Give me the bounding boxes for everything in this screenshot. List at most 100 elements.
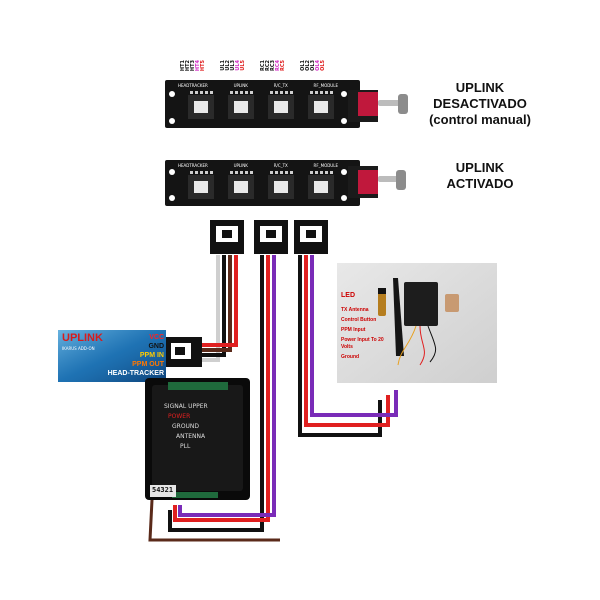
headtracker-pin-label: PPM IN [139, 352, 164, 359]
selector-switch[interactable] [358, 92, 378, 116]
board-pin [330, 171, 333, 174]
board-connector-socket [234, 101, 248, 113]
board-connector-socket [194, 181, 208, 193]
module-label: R/C_TX [273, 83, 288, 88]
board-pin [195, 171, 198, 174]
caption-uplink-disabled: UPLINK DESACTIVADO (control manual) [429, 80, 531, 127]
module-label: HEADTRACKER [178, 83, 208, 88]
board-pin [210, 91, 213, 94]
board-pin [245, 91, 248, 94]
tx-label: Control Button [341, 317, 377, 323]
board-pin [280, 171, 283, 174]
tx-label: Ground [341, 354, 360, 360]
board-pin [320, 91, 323, 94]
board-pin [200, 91, 203, 94]
headtracker-pin-label: PPM OUT [132, 361, 164, 368]
board-pin [205, 91, 208, 94]
module-label: HEADTRACKER [178, 163, 208, 168]
tx-label: Power Input To 20 Volts [341, 337, 384, 350]
board-pin [210, 171, 213, 174]
board-pin [285, 91, 288, 94]
module-label: UPLINK [233, 163, 248, 168]
board-pin [250, 91, 253, 94]
module-label: ANTENNA [176, 433, 206, 440]
wire-red [173, 255, 270, 522]
tx-label: PPM Input [341, 327, 366, 333]
toggle-lever[interactable] [378, 100, 404, 106]
module-label: PLL [180, 443, 191, 450]
wire-brown [200, 255, 232, 352]
board-pin [235, 91, 238, 94]
board-pin [310, 91, 313, 94]
caption-uplink-enabled: UPLINK ACTIVADO [446, 160, 514, 191]
board-pin [315, 91, 318, 94]
board-connector-socket [194, 101, 208, 113]
board-pin [280, 91, 283, 94]
pin-label: HT5 [200, 60, 206, 72]
antenna-icon [393, 278, 404, 356]
board-pin [285, 171, 288, 174]
wire-black [200, 255, 226, 357]
module-label: R/C_TX [273, 163, 288, 168]
wire-purple [178, 255, 276, 517]
module-connector-label: 54321 [152, 486, 174, 494]
module-label: RF_MODULE [313, 83, 338, 88]
board-pin [330, 91, 333, 94]
headtracker-logo: UPLINK [62, 332, 103, 344]
headtracker-pin-label: VCC [149, 334, 164, 341]
board-connector-socket [274, 101, 288, 113]
module-label: GROUND [172, 423, 200, 430]
board-pin [310, 171, 313, 174]
wire-white [200, 255, 220, 362]
headtracker-subtitle: IKARUS ADD-ON [62, 346, 95, 351]
wire-red [200, 255, 238, 347]
board-connector-socket [234, 181, 248, 193]
wire-purple [310, 255, 398, 417]
board-connector-socket [274, 181, 288, 193]
headtracker-pin-label: HEAD-TRACKER [107, 370, 164, 377]
board-pin [315, 171, 318, 174]
board-bottom-module-labels: HEADTRACKER UPLINK R/C_TX RF_MODULE [178, 163, 338, 171]
board-pin [325, 91, 328, 94]
tx-label: TX Antenna [341, 307, 369, 313]
tx-box-icon [404, 282, 438, 326]
board-pin [275, 171, 278, 174]
board-pin [205, 171, 208, 174]
selector-switch[interactable] [358, 170, 378, 194]
board-pin [245, 171, 248, 174]
board-pin [230, 171, 233, 174]
board-pin [325, 171, 328, 174]
board-connector-socket [314, 181, 328, 193]
connector-headtracker [210, 220, 244, 254]
connector-headtracker-card [166, 337, 202, 367]
battery-icon [378, 288, 386, 316]
board-pin [240, 171, 243, 174]
module-label: POWER [168, 413, 191, 420]
headtracker-pin-label: GND [148, 343, 164, 350]
wires [148, 255, 398, 542]
headtracker-pin-list: VCC GND PPM IN PPM OUT HEAD-TRACKER [100, 333, 164, 378]
board-pin [190, 171, 193, 174]
board-connector-socket [314, 101, 328, 113]
wire-black [298, 255, 382, 437]
pin-label: RC5 [280, 60, 286, 71]
board-pin [270, 171, 273, 174]
pin-label: UL5 [240, 60, 246, 71]
board-pin [195, 91, 198, 94]
uplink-module-box [145, 378, 250, 500]
tx-label: LED [341, 292, 355, 299]
board-pin [235, 171, 238, 174]
pin-label: OL5 [320, 60, 326, 71]
headtracker-card [58, 330, 166, 382]
uplink-module-labels: SIGNAL UPPER POWER GROUND ANTENNA PLL [164, 402, 244, 452]
board-pin [250, 171, 253, 174]
tx-photo [337, 263, 497, 383]
board-pin [290, 171, 293, 174]
board-pin [320, 171, 323, 174]
connector-rf-module [294, 220, 328, 254]
module-label: SIGNAL UPPER [164, 403, 208, 410]
wire-red [304, 255, 390, 427]
module-label: UPLINK [233, 83, 248, 88]
wire-black [168, 255, 264, 532]
